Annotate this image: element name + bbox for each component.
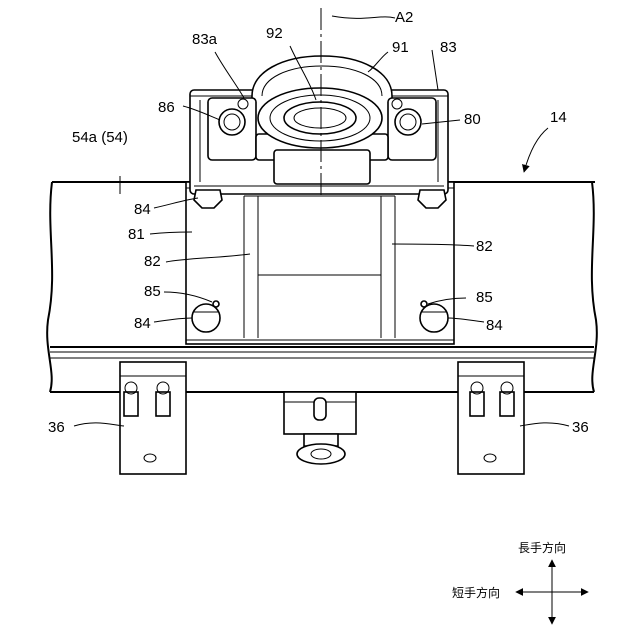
label-82-left: 82: [144, 253, 161, 270]
label-85-right: 85: [476, 289, 493, 306]
label-84-bottom-right: 84: [486, 317, 503, 334]
label-36-left: 36: [48, 419, 65, 436]
label-81: 81: [128, 226, 145, 243]
pin-85-left: [213, 301, 219, 307]
pin-85-right: [421, 301, 427, 307]
label-14: 14: [550, 109, 567, 126]
label-transverse-direction: 短手方向: [452, 585, 500, 600]
bracket-plate-81: [186, 182, 454, 344]
label-54a: 54a (54): [72, 129, 128, 146]
label-86: 86: [158, 99, 175, 116]
foot-36-left: [120, 362, 186, 474]
label-91: 91: [392, 39, 409, 56]
bolt-84-top-left: [194, 190, 222, 208]
bolt-84-bottom-right: [420, 304, 448, 332]
label-92: 92: [266, 25, 283, 42]
foot-36-right: [458, 362, 524, 474]
bolt-84-top-right: [418, 190, 446, 208]
label-longitudinal-direction: 長手方向: [518, 540, 566, 555]
label-83: 83: [440, 39, 457, 56]
label-83a: 83a: [192, 31, 218, 48]
label-36-right: 36: [572, 419, 589, 436]
label-82-right: 82: [476, 238, 493, 255]
label-axis-a2: A2: [395, 9, 413, 26]
center-bottom-mount: [284, 392, 356, 464]
bearing-unit-92: [258, 88, 382, 148]
label-84-top-left: 84: [134, 201, 151, 218]
label-84-bottom-left: 84: [134, 315, 151, 332]
label-85-left: 85: [144, 283, 161, 300]
direction-indicator: 長手方向 短手方向: [452, 540, 588, 624]
bolt-84-bottom-left: [192, 304, 220, 332]
label-80: 80: [464, 111, 481, 128]
